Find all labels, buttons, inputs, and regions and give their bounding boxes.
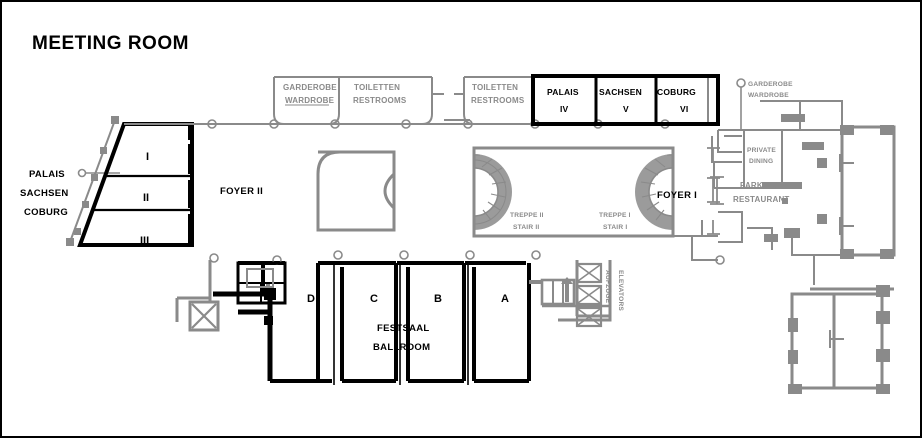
ballroom-label: BALLROOM: [373, 342, 430, 353]
right-service-walls: PRIVATE DINING: [711, 100, 843, 224]
garderobe-wardrobe-right-label: GARDEROBE WARDROBE: [736, 78, 793, 130]
parking-line1: PARKING: [740, 181, 778, 190]
palais-block-label-c: COBURG: [657, 87, 696, 97]
room-label-v: V: [623, 104, 629, 114]
ballroom-section-c: C: [370, 293, 378, 305]
room-label-ii: II: [143, 192, 149, 204]
palais-block-label-b: SACHSEN: [599, 87, 642, 97]
right-wing-lower: [784, 228, 894, 394]
palais-sachsen-coburg-block: PALAIS SACHSEN COBURG IV V VI: [531, 74, 720, 126]
garderobe-right-label: GARDEROBE: [748, 81, 793, 88]
stair-two-label: STAIR II: [513, 224, 539, 231]
ballroom-section-a: A: [501, 293, 509, 305]
room-label-iii: III: [140, 235, 149, 247]
treppe-two-label: TREPPE II: [510, 212, 544, 219]
right-wing-upper: [839, 125, 896, 259]
ballroom-left-service: [175, 253, 220, 332]
palais-left-line1: PALAIS: [29, 169, 65, 180]
room-label-iv: IV: [560, 104, 569, 114]
ballroom-section-d: D: [307, 293, 315, 305]
aufzuege-label: AUFZÜGE: [604, 270, 613, 304]
bottom-left-corridor: [213, 288, 276, 381]
wardrobe-right-label: WARDROBE: [748, 92, 789, 99]
treppe-one-label: TREPPE I: [599, 212, 631, 219]
garderobe-wardrobe-room: GARDEROBE WARDROBE: [273, 76, 340, 125]
bottom-left-wall-stubs: [238, 309, 273, 325]
toiletten-left-label: TOILETTEN: [354, 83, 400, 92]
ballroom-section-b: B: [434, 293, 442, 305]
wardrobe-top-label: WARDROBE: [285, 96, 335, 105]
palais-left-line2: SACHSEN: [20, 188, 69, 199]
palais-left-line3: COBURG: [24, 207, 68, 218]
private-dining-line2: DINING: [749, 158, 773, 165]
room-label-i: I: [146, 151, 149, 163]
page-title: MEETING ROOM: [32, 33, 189, 54]
parking-line2: RESTAURANT: [733, 195, 790, 204]
central-stair-hall: TREPPE II STAIR II TREPPE I STAIR I: [472, 146, 675, 238]
left-boundary-guide: [66, 116, 119, 246]
private-dining-line1: PRIVATE: [747, 147, 776, 154]
elevators-group: AUFZÜGE ELEVATORS: [558, 260, 624, 328]
toiletten-restrooms-right-room: TOILETTEN RESTROOMS: [463, 76, 532, 125]
top-right-service-boxes: [717, 130, 824, 153]
restrooms-right-label: RESTROOMS: [471, 96, 525, 105]
toiletten-restrooms-left-room: TOILETTEN RESTROOMS: [339, 76, 433, 125]
toiletten-right-label: TOILETTEN: [472, 83, 518, 92]
palais-block-label-a: PALAIS: [547, 87, 579, 97]
foyer-one-label: FOYER I: [657, 190, 697, 201]
garderobe-top-label: GARDEROBE: [283, 83, 337, 92]
palais-sachsen-coburg-left-label: PALAIS SACHSEN COBURG: [20, 168, 120, 218]
foyer-one-dimension-marks: [707, 147, 720, 235]
festsaal-label: FESTSAAL: [377, 323, 430, 334]
parking-restaurant-label: PARKING RESTAURANT: [710, 176, 790, 205]
right-connection-corridor: [673, 211, 778, 265]
elevators-label: ELEVATORS: [617, 270, 624, 311]
service-stair-block: [236, 261, 287, 305]
foyer-two-area: FOYER II: [220, 150, 396, 232]
foyer-two-label: FOYER II: [220, 186, 263, 197]
stair-two-graphic: [473, 154, 512, 230]
palais-rooms-block-left: I II III: [77, 122, 194, 247]
escalator-area: [529, 277, 610, 308]
restrooms-left-label: RESTROOMS: [353, 96, 407, 105]
stair-one-label: STAIR I: [603, 224, 627, 231]
ballroom-area: D C B A FESTSAAL BALLROOM: [238, 250, 541, 385]
room-label-vi: VI: [680, 104, 688, 114]
stair-one-graphic: [635, 154, 674, 230]
